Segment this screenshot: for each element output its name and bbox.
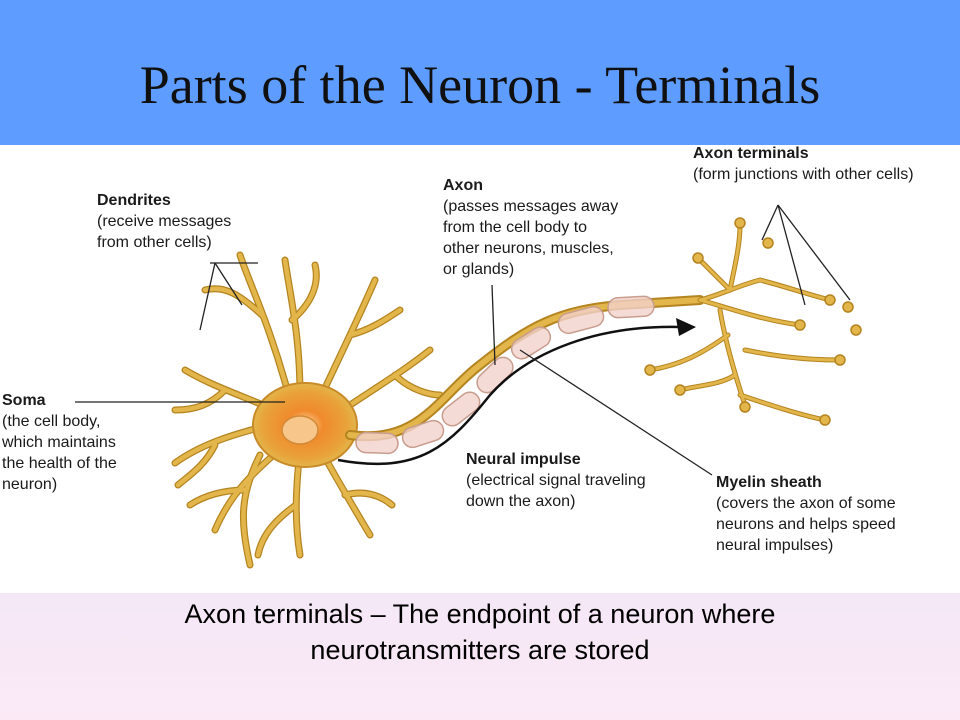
caption-line-1: Axon terminals – The endpoint of a neuro… (184, 599, 776, 629)
label-myelin-sheath: Myelin sheath (covers the axon of some n… (716, 474, 896, 554)
label-axon: Axon (passes messages away from the cell… (443, 177, 619, 278)
neural-impulse-arrow (337, 318, 696, 465)
label-dendrites: Dendrites (receive messages from other c… (97, 192, 232, 251)
slide-title: Parts of the Neuron - Terminals (139, 55, 821, 115)
neuron-illustration (75, 204, 862, 569)
nucleus (281, 415, 319, 445)
axon-terminals (644, 217, 862, 426)
title-banner (0, 0, 960, 145)
slide-caption: Axon terminals – The endpoint of a neuro… (0, 596, 960, 668)
label-neural-impulse: Neural impulse (electrical signal travel… (466, 451, 646, 510)
leader-lines (75, 204, 851, 476)
caption-line-2: neurotransmitters are stored (310, 635, 650, 665)
neuron-diagram: Dendrites (receive messages from other c… (0, 145, 960, 593)
label-axon-terminals: Axon terminals (form junctions with othe… (693, 145, 914, 183)
label-soma: Soma (the cell body, which maintains the… (2, 392, 117, 493)
soma-cell-body (252, 382, 358, 468)
